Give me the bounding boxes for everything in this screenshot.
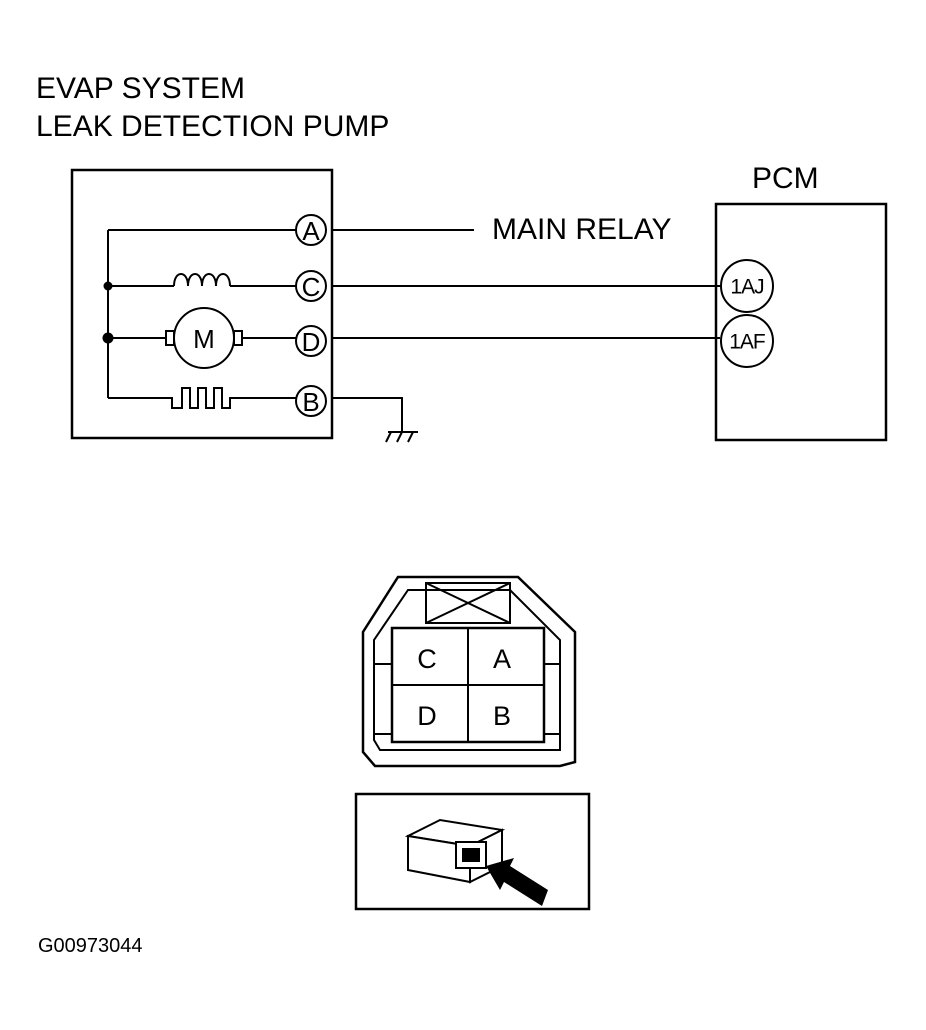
- figure-code: G00973044: [38, 935, 143, 957]
- connector-side-key-right: [543, 663, 561, 735]
- pump-terminal-d-label: D: [302, 327, 321, 357]
- pump-terminal-b-label: B: [302, 387, 319, 417]
- connector-housing-outer: [361, 575, 577, 768]
- pcm-terminal-1aj: [720, 259, 774, 313]
- pcm-box: [714, 202, 888, 442]
- connector-cell-d: D: [417, 701, 437, 731]
- connector-face-view: C A D B: [361, 575, 577, 768]
- connector-latch: [425, 582, 511, 624]
- pcm-terminal-1aj-label: 1AJ: [730, 276, 763, 299]
- solenoid-coil-icon: [173, 273, 231, 287]
- motor-brush-left-icon: [165, 330, 175, 346]
- connector-housing-inner: [373, 589, 561, 751]
- pump-terminal-a: [295, 214, 327, 246]
- pump-terminal-b: [295, 385, 327, 417]
- connector-cell-a: A: [493, 644, 511, 674]
- pump-terminal-c: [295, 270, 327, 302]
- pump-terminal-d: [295, 325, 327, 357]
- ground-hatch-3: [407, 431, 414, 443]
- view-arrow-icon: [486, 858, 548, 906]
- ground-hatch-1: [385, 431, 392, 443]
- component-view-icon: [404, 818, 506, 884]
- pcm-label: PCM: [752, 162, 819, 195]
- title-line-2: LEAK DETECTION PUMP: [36, 110, 389, 143]
- heater-element-icon: [108, 387, 296, 409]
- view-direction-inset: [354, 792, 591, 911]
- pump-terminal-a-label: A: [302, 216, 320, 246]
- connector-side-key-left: [373, 663, 393, 735]
- ground-hatch-2: [396, 431, 403, 443]
- connector-cell-c: C: [417, 644, 437, 674]
- pump-terminal-c-label: C: [302, 272, 321, 302]
- pcm-terminal-1af-label: 1AF: [729, 331, 765, 354]
- motor-brush-right-icon: [233, 330, 243, 346]
- leak-detection-pump-box: [70, 168, 334, 440]
- wire-b-to-ground: [332, 397, 403, 432]
- title-line-1: EVAP SYSTEM: [36, 72, 245, 105]
- connector-latch-cross-2: [425, 582, 511, 624]
- motor-label: M: [193, 324, 215, 354]
- connector-cell-b: B: [493, 701, 511, 731]
- main-relay-label: MAIN RELAY: [492, 213, 672, 246]
- pcm-terminal-1af: [720, 314, 774, 368]
